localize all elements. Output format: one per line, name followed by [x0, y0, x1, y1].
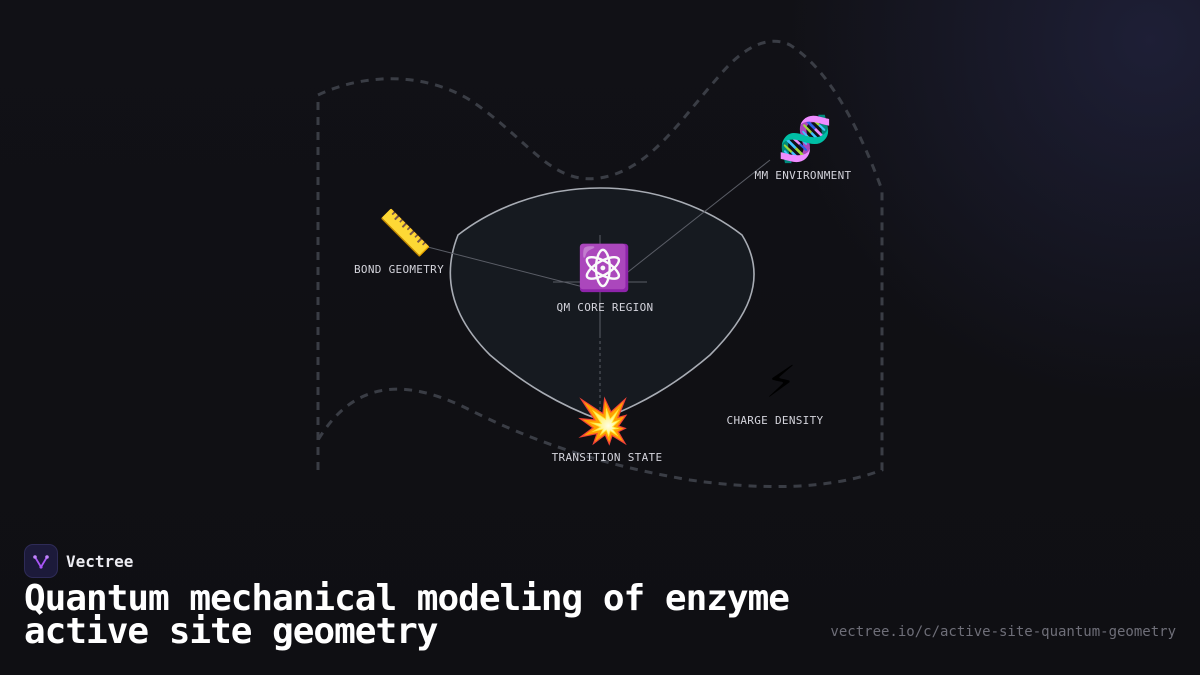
node-label: QM CORE REGION — [557, 301, 654, 314]
collision-icon: 💥 — [576, 396, 631, 447]
source-url[interactable]: vectree.io/c/active-site-quantum-geometr… — [830, 624, 1176, 640]
node-qm-core: ⚛️ QM CORE REGION — [557, 243, 654, 314]
vectree-logo-icon — [24, 544, 58, 578]
dna-icon: 🧬 — [778, 112, 833, 165]
page-title: Quantum mechanical modeling of enzyme ac… — [24, 578, 790, 652]
lightning-icon: ⚡ — [766, 357, 797, 408]
connector-mm-environment — [604, 159, 771, 291]
node-bond-geometry: 📏 BOND GEOMETRY — [354, 208, 444, 276]
atom-icon: ⚛️ — [577, 243, 632, 294]
brand-name: Vectree — [66, 551, 134, 571]
ruler-icon: 📏 — [378, 208, 433, 259]
node-transition-state: 💥 TRANSITION STATE — [552, 396, 663, 464]
node-label: CHARGE DENSITY — [727, 414, 824, 427]
node-charge-density: ⚡ CHARGE DENSITY — [727, 357, 824, 427]
node-label: TRANSITION STATE — [552, 451, 663, 464]
brand: Vectree — [24, 544, 133, 578]
node-label: BOND GEOMETRY — [354, 263, 444, 276]
core-region — [449, 187, 755, 421]
node-mm-environment: 🧬 MM ENVIRONMENT — [755, 112, 852, 182]
node-label: MM ENVIRONMENT — [755, 169, 852, 182]
